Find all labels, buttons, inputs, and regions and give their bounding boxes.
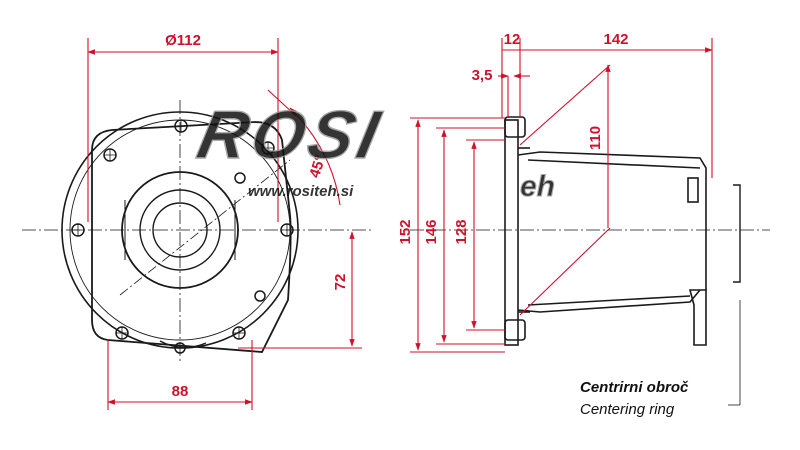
- side-view: [504, 116, 741, 406]
- dimension-152: 152: [397, 219, 414, 244]
- watermark-url: www.rositeh.si: [248, 183, 354, 200]
- dimension-128: 128: [453, 219, 470, 244]
- caption-slovenian: Centrirni obroč: [580, 379, 689, 396]
- caption-english: Centering ring: [580, 401, 675, 418]
- front-dimension-labels: Ø112 88 72 45°: [165, 32, 349, 400]
- center-lines: [22, 100, 770, 362]
- tube-lower-inner: [527, 295, 691, 306]
- tube-upper-inner: [527, 159, 701, 169]
- housing-body: [91, 121, 292, 353]
- dimension-3-5: 3,5: [472, 67, 493, 84]
- dimension-88: 88: [172, 383, 189, 400]
- front-dimensions: [87, 38, 362, 410]
- outlet-flange: [688, 289, 707, 346]
- tube-upper-wall: [517, 151, 707, 178]
- dimension-142: 142: [603, 31, 628, 48]
- watermark-suffix: eh: [520, 170, 555, 203]
- dimension-angle-45: 45°: [306, 153, 329, 180]
- dimension-72: 72: [332, 274, 349, 291]
- dimension-110: 110: [587, 126, 604, 150]
- flange-bottom-lug: [504, 319, 526, 341]
- hole-mid-right: [234, 172, 246, 184]
- hole-low-right: [254, 290, 266, 302]
- dimension-112: Ø112: [165, 32, 201, 49]
- dimension-146: 146: [423, 219, 440, 244]
- watermark: ROSI www.rositeh.si eh: [191, 96, 556, 204]
- watermark-brand: ROSI: [191, 97, 389, 173]
- outlet-small-rect: [687, 177, 699, 203]
- side-dimension-labels: 12 142 3,5 110 152 146 128: [397, 31, 629, 245]
- centering-ring-bracket: [733, 184, 741, 283]
- flange-top-lug: [504, 116, 526, 138]
- dimension-12: 12: [504, 31, 521, 48]
- housing-bottom-lip: [159, 340, 207, 349]
- tube-lower-wall: [517, 289, 701, 313]
- flange-plate: [504, 119, 519, 346]
- side-dimensions: [410, 38, 713, 353]
